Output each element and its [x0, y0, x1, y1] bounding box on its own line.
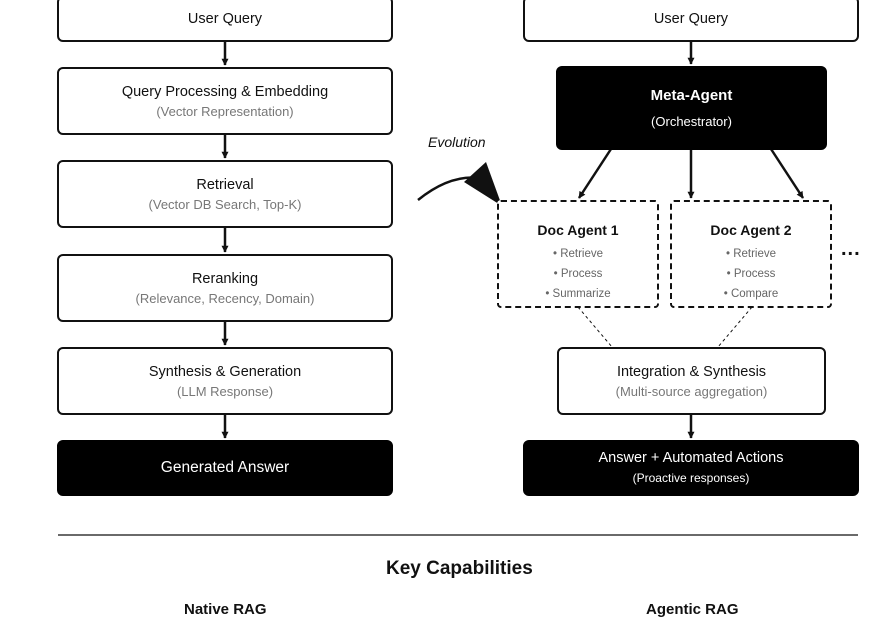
agentic-user-query-label: User Query — [653, 11, 729, 27]
doc-agent-2-item: • Retrieve — [725, 248, 777, 260]
doc-agent-1-item: • Process — [553, 268, 603, 280]
native-step-retrieval: Retrieval (Vector DB Search, Top-K) — [57, 160, 393, 228]
doc-agent-1-title: Doc Agent 1 — [537, 222, 619, 238]
step-title: Synthesis & Generation — [148, 363, 302, 380]
native-output-box: Generated Answer — [57, 440, 393, 496]
doc-agent-2-item: • Compare — [723, 288, 779, 300]
step-subtitle: (Vector Representation) — [156, 103, 294, 119]
native-output-label: Generated Answer — [160, 459, 290, 476]
native-step-synthesis: Synthesis & Generation (LLM Response) — [57, 347, 393, 415]
integration-title: Integration & Synthesis — [616, 363, 767, 380]
doc-agent-2-item: • Process — [726, 268, 776, 280]
native-user-query-label: User Query — [187, 11, 263, 27]
evolution-arrowhead — [464, 162, 502, 206]
capabilities-column-native: Native RAG — [184, 601, 267, 618]
native-step-reranking: Reranking (Relevance, Recency, Domain) — [57, 254, 393, 322]
native-user-query-box: User Query — [57, 0, 393, 42]
doc-agent-1-item: • Retrieve — [552, 248, 604, 260]
step-subtitle: (Relevance, Recency, Domain) — [135, 290, 315, 306]
meta-agent-subtitle: (Orchestrator) — [651, 113, 732, 129]
doc-agent-2-box: Doc Agent 2 • Retrieve • Process • Compa… — [670, 200, 832, 308]
step-subtitle: (LLM Response) — [176, 383, 274, 399]
capabilities-title: Key Capabilities — [386, 558, 533, 579]
doc-agent-1-item: • Summarize — [545, 288, 611, 300]
agentic-user-query-box: User Query — [523, 0, 859, 42]
dashed-agent1-integration — [577, 306, 613, 348]
agentic-output-title: Answer + Automated Actions — [598, 450, 784, 466]
doc-agent-2-title: Doc Agent 2 — [710, 222, 792, 238]
doc-agent-1-box: Doc Agent 1 • Retrieve • Process • Summa… — [497, 200, 659, 308]
evolution-label: Evolution — [428, 134, 486, 150]
step-title: Reranking — [191, 270, 259, 287]
arrow-meta-agent1 — [577, 148, 613, 199]
integration-subtitle: (Multi-source aggregation) — [615, 383, 768, 399]
agentic-output-subtitle: (Proactive responses) — [632, 471, 750, 485]
capabilities-column-agentic: Agentic RAG — [646, 601, 739, 618]
meta-agent-title: Meta-Agent — [650, 86, 733, 104]
agentic-output-box: Answer + Automated Actions (Proactive re… — [523, 440, 859, 496]
integration-box: Integration & Synthesis (Multi-source ag… — [557, 347, 826, 415]
arrow-meta-agent2 — [769, 148, 805, 199]
dashed-agent2-integration — [717, 306, 753, 348]
step-subtitle: (Vector DB Search, Top-K) — [148, 196, 302, 212]
step-title: Query Processing & Embedding — [121, 83, 329, 100]
meta-agent-box: Meta-Agent (Orchestrator) — [556, 66, 827, 150]
more-agents-ellipsis: ... — [841, 238, 861, 260]
native-step-embedding: Query Processing & Embedding (Vector Rep… — [57, 67, 393, 135]
step-title: Retrieval — [196, 176, 254, 193]
